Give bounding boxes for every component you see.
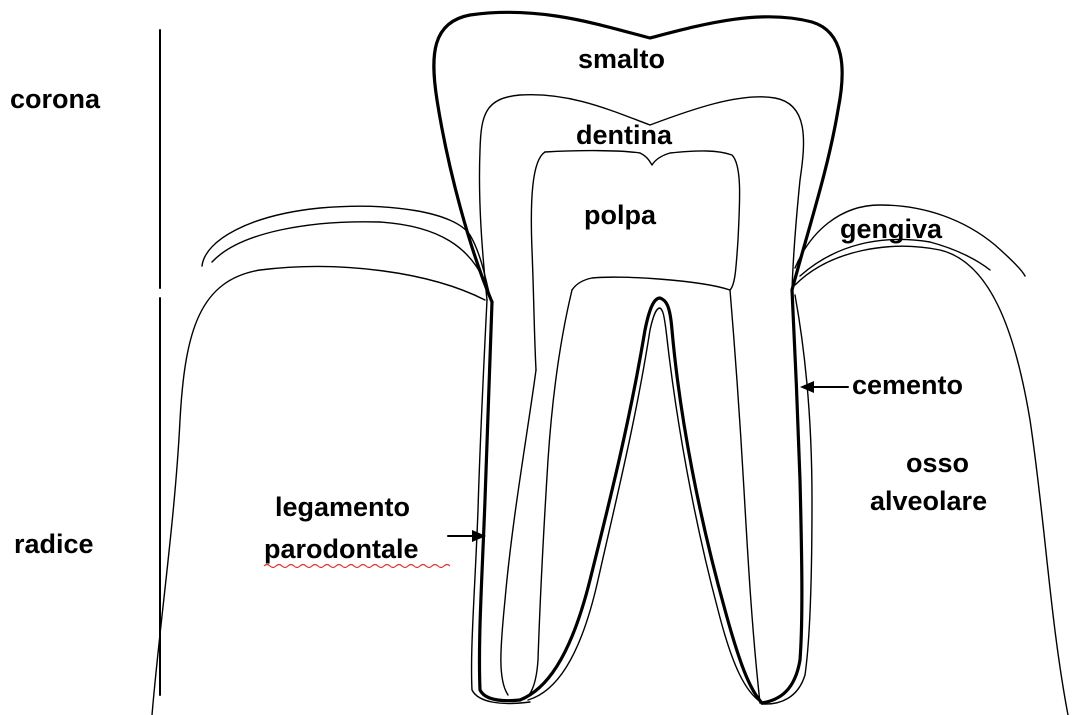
label-legamento-line1: legamento: [275, 492, 410, 522]
root-furcation-outline: [520, 298, 762, 703]
left-root-canal: [520, 290, 572, 700]
label-osso-line1: osso: [906, 448, 969, 478]
right-gum-inner: [800, 239, 990, 276]
label-dentina: dentina: [576, 120, 673, 150]
left-gum-outline: [202, 206, 490, 297]
label-cemento: cemento: [852, 370, 963, 400]
left-root-outer: [479, 302, 520, 701]
left-alveolar-bone: [152, 267, 485, 715]
right-root-outer-thin: [762, 295, 812, 704]
label-legamento-line2: parodontale: [264, 534, 419, 564]
label-corona: corona: [10, 84, 101, 114]
label-smalto: smalto: [578, 44, 665, 74]
label-osso-line2: alveolare: [870, 486, 987, 516]
spellcheck-underline: [264, 565, 450, 568]
pulp-left-wall: [531, 152, 545, 370]
right-alveolar-bone: [795, 246, 1068, 715]
right-root-outer: [762, 290, 802, 703]
root-furcation-thin: [528, 308, 762, 703]
label-polpa: polpa: [584, 200, 657, 230]
left-dentin-inner: [501, 370, 536, 695]
label-radice: radice: [14, 529, 94, 559]
label-gengiva: gengiva: [840, 214, 943, 244]
left-gum-inner: [212, 222, 485, 282]
